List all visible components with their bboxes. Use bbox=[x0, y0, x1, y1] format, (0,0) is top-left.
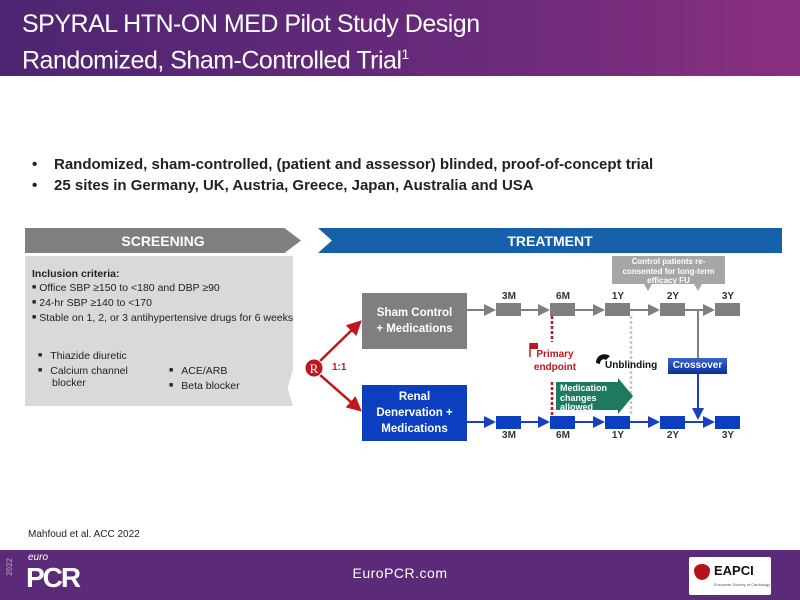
timepoint-label: 3M bbox=[502, 291, 516, 302]
drug-class: ■Beta blocker bbox=[169, 380, 240, 392]
treatment-banner: TREATMENT bbox=[318, 228, 782, 253]
screening-box: Inclusion criteria: ■Office SBP ≥150 to … bbox=[25, 256, 293, 406]
heart-icon bbox=[694, 564, 710, 580]
arrow-to-sham bbox=[318, 320, 362, 363]
criterion: ■24-hr SBP ≥140 to <170 bbox=[32, 297, 152, 309]
title-line-1: SPYRAL HTN-ON MED Pilot Study Design bbox=[22, 10, 480, 38]
rdn-visit-box bbox=[550, 416, 575, 429]
rdn-visit-box bbox=[605, 416, 630, 429]
randomization-label: R bbox=[309, 361, 319, 376]
criteria-title: Inclusion criteria: bbox=[32, 268, 120, 280]
europcr-logo: PCR bbox=[26, 562, 81, 593]
sham-visit-box bbox=[605, 303, 630, 316]
randomization-circle bbox=[304, 358, 324, 378]
drug-class: ■Calcium channel blocker bbox=[38, 365, 128, 389]
sham-visit-box bbox=[550, 303, 575, 316]
medication-arrow bbox=[556, 378, 633, 414]
timepoint-label: 2Y bbox=[666, 430, 680, 441]
citation: Mahfoud et al. ACC 2022 bbox=[28, 529, 140, 540]
timepoint-label: 6M bbox=[556, 430, 570, 441]
sham-visit-box bbox=[496, 303, 521, 316]
bullet-1: •Randomized, sham-controlled, (patient a… bbox=[32, 156, 654, 173]
drug-class: ■Thiazide diuretic bbox=[38, 350, 127, 362]
rdn-visit-box bbox=[715, 416, 740, 429]
arrow-to-rdn bbox=[318, 373, 362, 412]
timepoint-label: 3M bbox=[502, 430, 516, 441]
title-bar: SPYRAL HTN-ON MED Pilot Study Design Ran… bbox=[0, 0, 800, 76]
rdn-visit-box bbox=[496, 416, 521, 429]
unblinding-label: Unblinding bbox=[605, 360, 658, 371]
timepoint-label: 6M bbox=[556, 291, 570, 302]
primary-endpoint-flag-icon bbox=[529, 343, 538, 357]
timepoint-label: 3Y bbox=[721, 291, 735, 302]
screening-banner: SCREENING bbox=[25, 228, 301, 253]
medication-changes-label: Medication changes allowed bbox=[560, 383, 608, 412]
drug-class: ■ACE/ARB bbox=[169, 365, 228, 377]
sham-visit-box bbox=[715, 303, 740, 316]
rdn-timeline bbox=[467, 373, 715, 428]
crossover-box: Crossover bbox=[668, 358, 727, 374]
bullet-2: •25 sites in Germany, UK, Austria, Greec… bbox=[32, 177, 534, 194]
primary-endpoint-label: Primary endpoint bbox=[533, 349, 577, 373]
rdn-arm-box: Renal Denervation + Medications bbox=[362, 385, 467, 441]
timepoint-label: 1Y bbox=[611, 291, 625, 302]
timepoint-label: 1Y bbox=[611, 430, 625, 441]
eapci-logo: EAPCI European Society of Cardiology bbox=[689, 557, 771, 595]
sham-arm-box: Sham Control + Medications bbox=[362, 293, 467, 349]
sham-timeline bbox=[467, 304, 715, 358]
criterion: ■Stable on 1, 2, or 3 antihypertensive d… bbox=[32, 312, 294, 324]
criterion: ■Office SBP ≥150 to <180 and DBP ≥90 bbox=[32, 282, 220, 294]
title-line-2: Randomized, Sham-Controlled Trial1 bbox=[22, 46, 409, 75]
unblinding-mask-icon bbox=[596, 354, 610, 364]
footer-site-link[interactable]: EuroPCR.com bbox=[352, 565, 448, 581]
footer: 2022 euro PCR EuroPCR.com EAPCI European… bbox=[0, 550, 800, 600]
rdn-visit-box bbox=[660, 416, 685, 429]
control-note: Control patients re-consented for long-t… bbox=[622, 257, 715, 285]
control-note-callout bbox=[612, 256, 725, 291]
timepoint-label: 3Y bbox=[721, 430, 735, 441]
timepoint-label: 2Y bbox=[666, 291, 680, 302]
logo-euro: euro bbox=[28, 552, 49, 563]
ratio-label: 1:1 bbox=[332, 362, 347, 373]
sham-visit-box bbox=[660, 303, 685, 316]
